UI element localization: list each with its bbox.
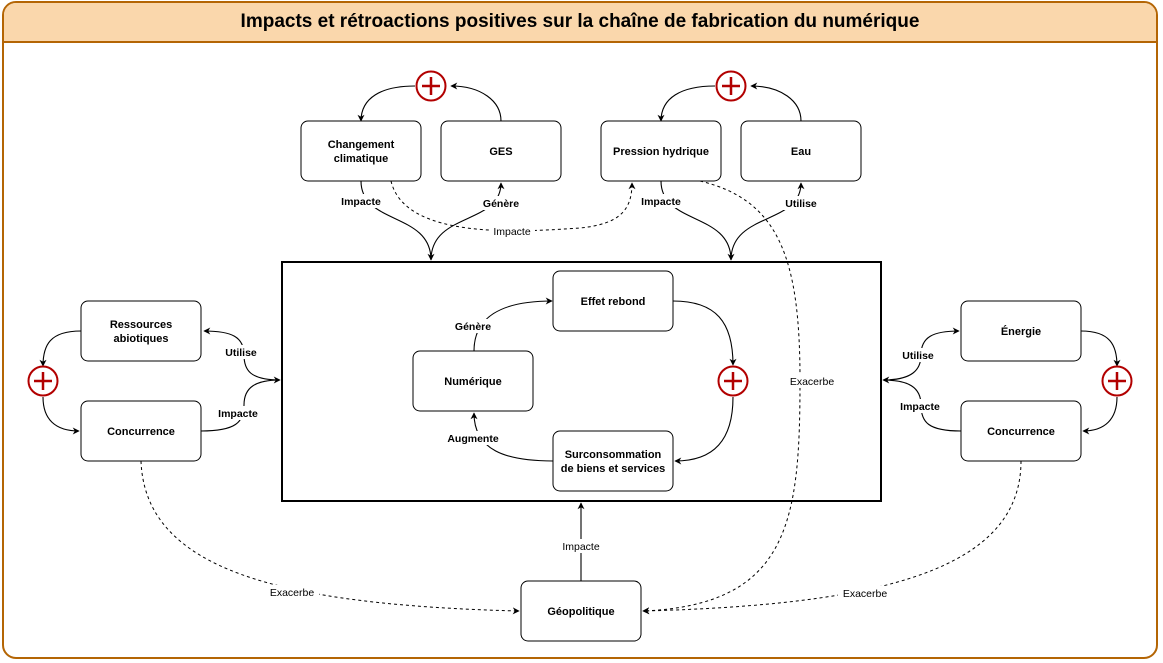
label-exacerbe-right: Exacerbe — [843, 588, 888, 600]
edge-rebond-to-plus — [672, 300, 737, 366]
edge-plus-to-surconsommation — [674, 396, 734, 465]
title-bar: Impacts et rétroactions positives sur la… — [4, 3, 1156, 43]
node-ressources-abiotiques: Ressources abiotiques — [80, 300, 202, 362]
edge-ges-to-plus — [450, 82, 502, 122]
node-eau: Eau — [740, 120, 862, 182]
label-utilise-eau: Utilise — [785, 198, 817, 210]
node-concurrence-right-label: Concurrence — [987, 426, 1055, 438]
edge-changement-impacte-pression — [390, 180, 636, 232]
label-utilise-ressources: Utilise — [225, 347, 257, 359]
plus-circle-icon — [715, 70, 747, 102]
numerique-system-container — [281, 261, 882, 502]
label-exacerbe-left: Exacerbe — [270, 587, 315, 599]
edge-plus-to-concurrence-right — [1082, 396, 1118, 435]
edge-plus-to-changement — [357, 85, 416, 122]
label-impacte-concurrence-left: Impacte — [218, 408, 258, 420]
edge-energie-to-plus — [1080, 330, 1121, 367]
node-concurrence-left: Concurrence — [80, 400, 202, 462]
plus-circle-icon — [415, 70, 447, 102]
label-impacte-concurrence-right: Impacte — [900, 401, 940, 413]
node-surconsommation-line2: de biens et services — [561, 463, 666, 475]
diagram-title: Impacts et rétroactions positives sur la… — [240, 11, 920, 32]
node-energie: Énergie — [960, 300, 1082, 362]
node-numerique: Numérique — [412, 350, 534, 412]
edge-surconsommation-augmente — [470, 412, 554, 462]
node-geopolitique: Géopolitique — [520, 580, 642, 642]
edge-numerique-genere-rebond — [473, 297, 553, 352]
label-exacerbe-pression: Exacerbe — [790, 376, 835, 388]
node-ressources-line2: abiotiques — [113, 333, 168, 345]
node-changement-line2: climatique — [334, 153, 388, 165]
node-numerique-label: Numérique — [444, 376, 501, 388]
node-ges: GES — [440, 120, 562, 182]
label-genere-rebond: Génère — [455, 321, 491, 333]
edge-ressources-to-plus — [39, 330, 82, 367]
edge-concurrence-left-impacte — [200, 376, 281, 432]
node-geopolitique-label: Géopolitique — [547, 606, 614, 618]
plus-circle-icon — [27, 365, 59, 397]
node-pression-hydrique: Pression hydrique — [600, 120, 722, 182]
plus-circle-icon — [1101, 365, 1133, 397]
label-impacte-pression: Impacte — [493, 226, 531, 238]
edge-labels: Impacte Génère Impacte Impacte Utilise U… — [215, 194, 943, 600]
node-effet-rebond-label: Effet rebond — [581, 296, 646, 308]
edge-plus-to-pression — [657, 85, 716, 122]
edge-concurrence-right-exacerbe — [642, 460, 1022, 615]
node-surconsommation-line1: Surconsommation — [565, 449, 662, 461]
node-pression-label: Pression hydrique — [613, 146, 709, 158]
node-concurrence-left-label: Concurrence — [107, 426, 175, 438]
edge-plus-to-concurrence-left — [42, 396, 80, 435]
node-ressources-line1: Ressources — [110, 319, 172, 331]
label-augmente: Augmente — [447, 433, 498, 445]
label-genere-ges: Génère — [483, 198, 519, 210]
node-energie-label: Énergie — [1001, 325, 1041, 338]
edge-utilise-eau — [730, 182, 805, 261]
edge-concurrence-left-exacerbe — [140, 460, 520, 615]
node-concurrence-right: Concurrence — [960, 400, 1082, 462]
edge-pression-impacte — [660, 180, 735, 261]
edge-eau-to-plus — [750, 82, 802, 122]
label-impacte-pression-container: Impacte — [641, 196, 681, 208]
node-changement-line1: Changement — [328, 139, 395, 151]
plus-circle-icon — [717, 365, 749, 397]
node-changement-climatique: Changement climatique — [300, 120, 422, 182]
node-effet-rebond: Effet rebond — [552, 270, 674, 332]
node-eau-label: Eau — [791, 146, 811, 158]
edge-genere-ges — [430, 182, 505, 261]
edge-pression-exacerbe-geopolitique — [642, 180, 801, 615]
label-impacte-changement: Impacte — [341, 196, 381, 208]
node-surconsommation: Surconsommation de biens et services — [552, 430, 674, 492]
label-utilise-energie: Utilise — [902, 350, 934, 362]
node-ges-label: GES — [489, 146, 512, 158]
label-impacte-geopolitique: Impacte — [562, 541, 600, 553]
edge-changement-impacte — [360, 180, 435, 261]
